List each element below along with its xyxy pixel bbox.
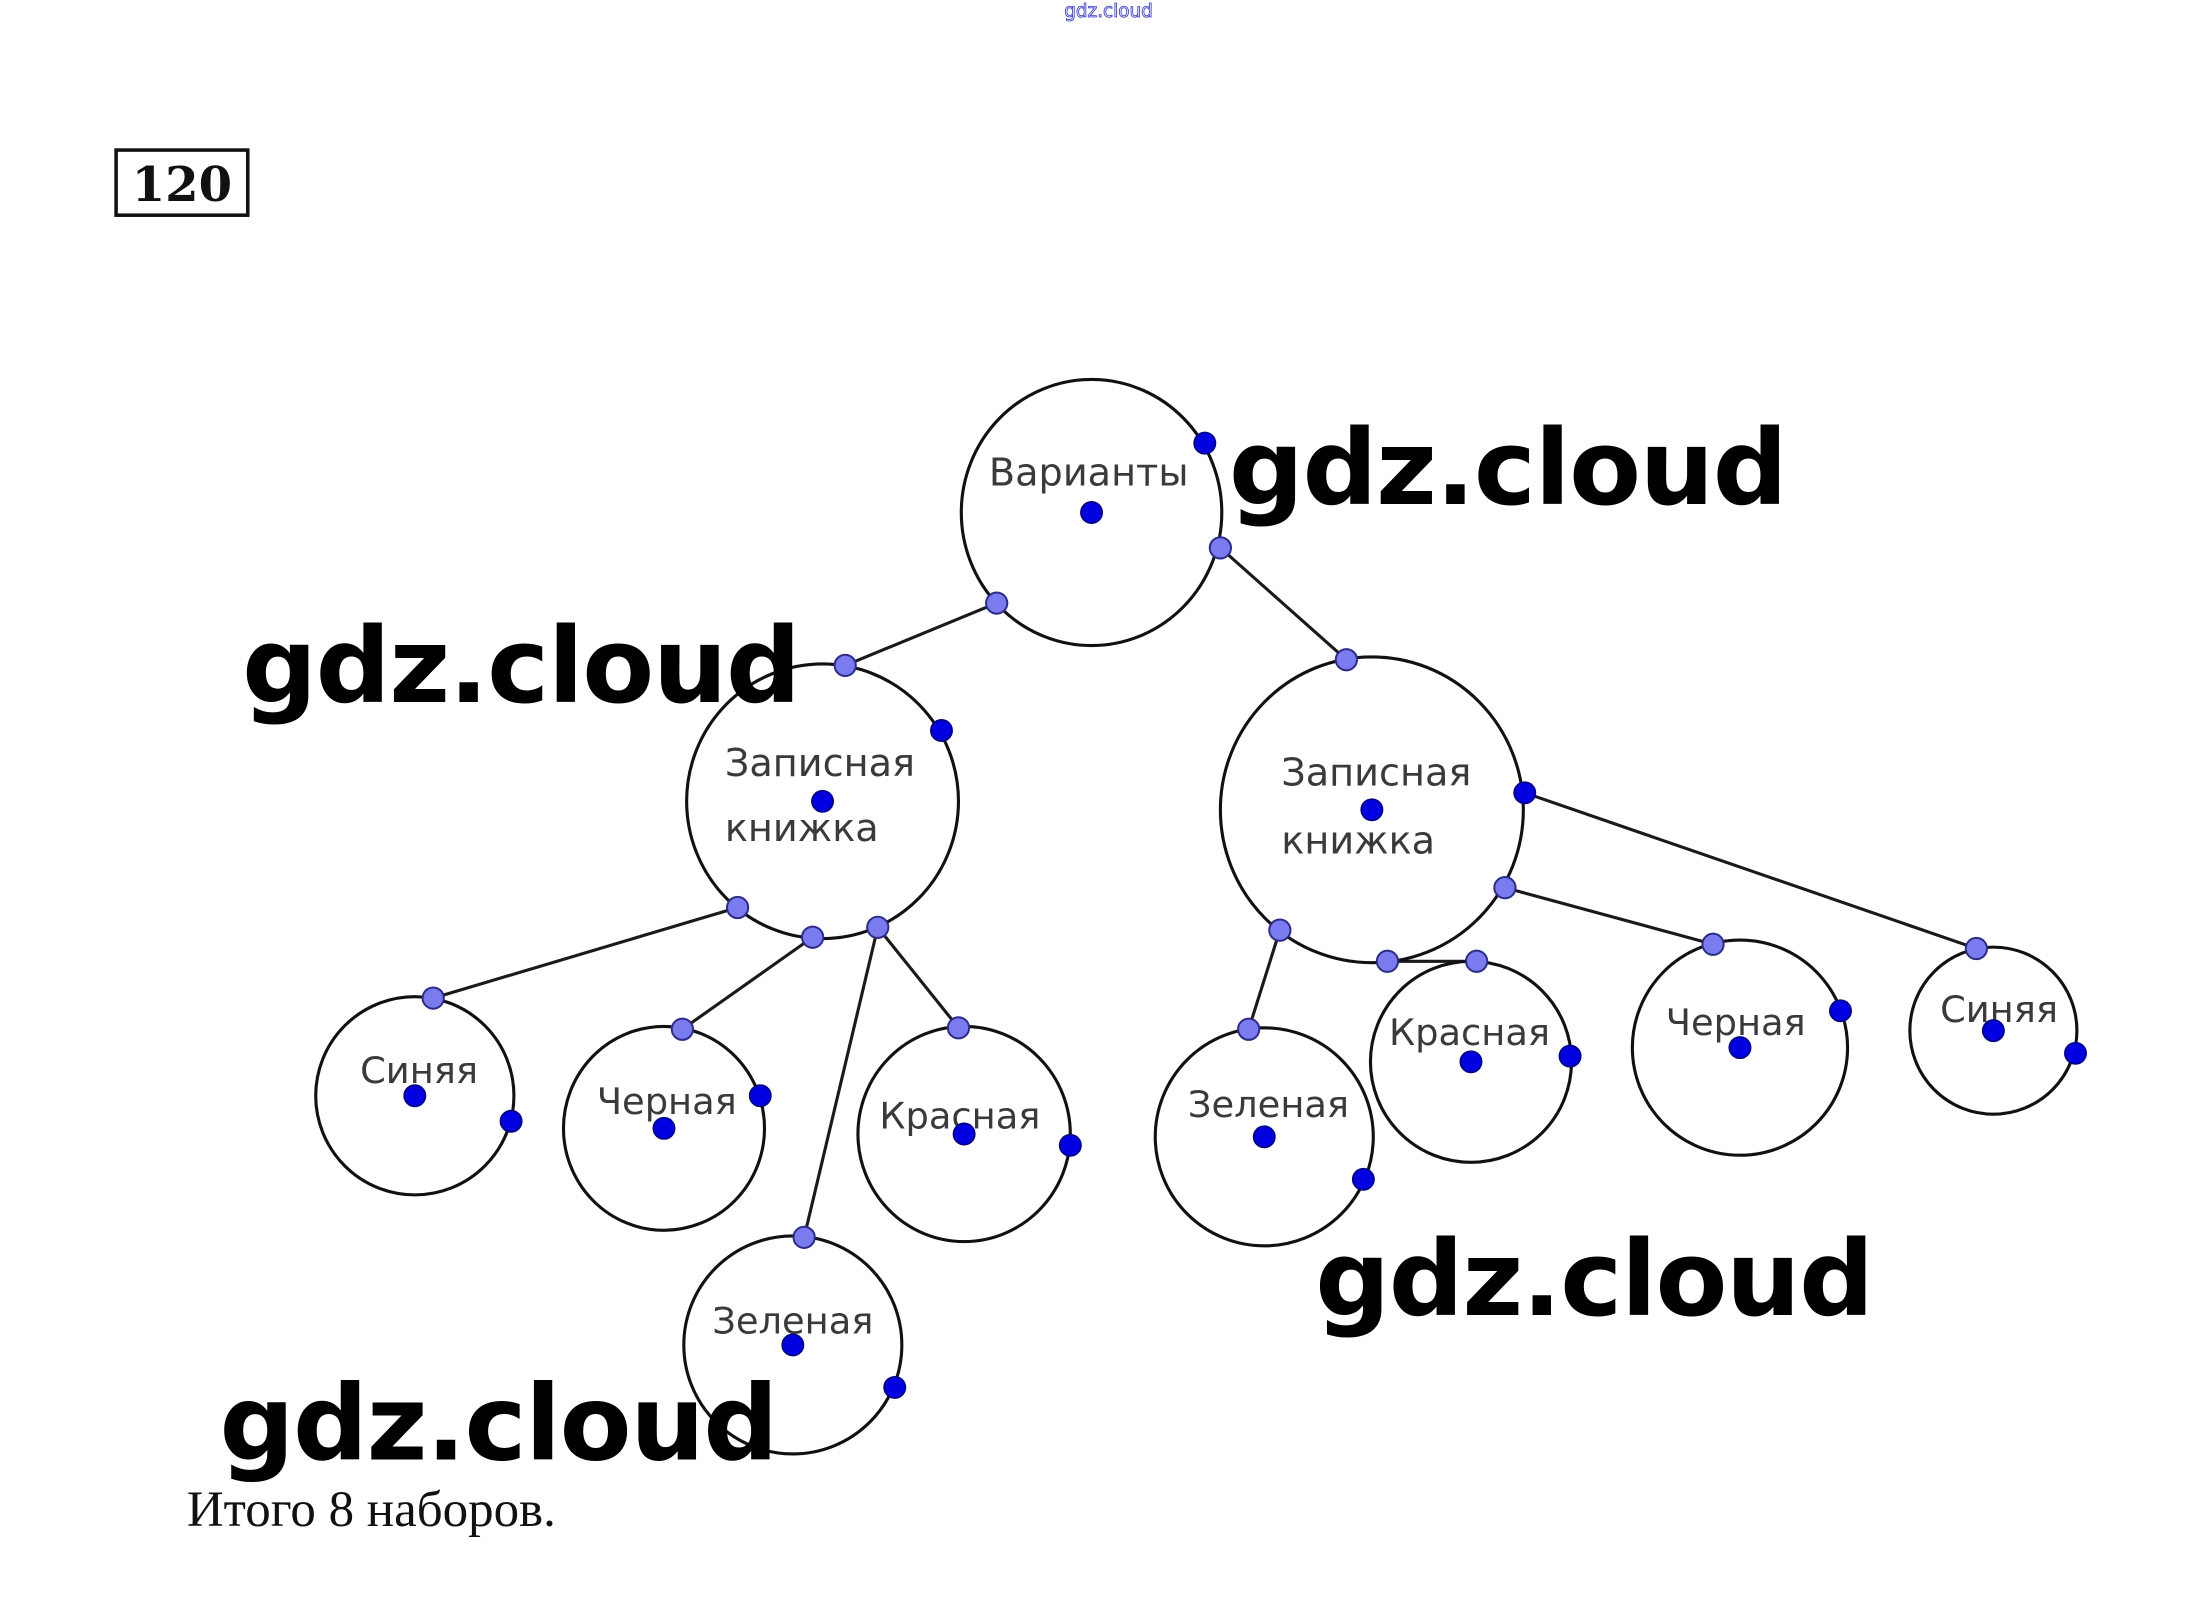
- node-notebook-left: Записная книжка: [685, 653, 961, 949]
- watermark-text: gdz.cloud: [242, 605, 800, 727]
- leaf-left-red: Красная: [856, 1016, 1082, 1244]
- leaf-center-point: [952, 1122, 976, 1146]
- site-watermark-top: gdz.cloud: [1064, 1, 1153, 22]
- node-notebook-left-center-point: [811, 789, 835, 813]
- node-notebook-right-label-line2: книжка: [1281, 820, 1435, 864]
- leaf-label: Красная: [1389, 1011, 1550, 1054]
- node-root-connector-point: [985, 591, 1009, 615]
- leaf-left-black: Черная: [561, 1017, 772, 1232]
- node-notebook-left-connector-point: [866, 915, 890, 939]
- leaf-center-point: [652, 1116, 676, 1140]
- leaf-center-point: [1981, 1019, 2005, 1043]
- leaf-connector-point: [946, 1016, 971, 1040]
- edge-root-nbleft: [844, 601, 998, 667]
- leaf-connector-point: [1237, 1017, 1261, 1041]
- node-root-center-point: [1080, 501, 1104, 524]
- leaf-label: Синяя: [360, 1049, 478, 1092]
- node-notebook-right-radius-point: [1513, 781, 1537, 805]
- leaf-connector-point: [1465, 949, 1489, 973]
- node-notebook-right-center-point: [1360, 798, 1384, 822]
- leaf-radius-point: [1058, 1133, 1082, 1157]
- node-notebook-right: Записная книжка: [1218, 648, 1537, 973]
- watermark-text: gdz.cloud: [1229, 407, 1787, 529]
- node-notebook-left-radius-point: [930, 719, 953, 742]
- leaf-right-black: Черная: [1630, 932, 1852, 1157]
- node-notebook-left-label-line2: книжка: [725, 807, 879, 851]
- leaf-center-point: [1252, 1125, 1276, 1149]
- edge-nbleft-green: [802, 926, 880, 1238]
- leaf-left-green: Зеленая: [682, 1225, 907, 1456]
- leaf-center-point: [1728, 1036, 1752, 1060]
- leaf-center-point: [1459, 1050, 1483, 1074]
- leaf-radius-point: [1829, 999, 1852, 1023]
- leaf-label: Черная: [597, 1080, 737, 1123]
- edge-root-nbright: [1219, 546, 1348, 661]
- leaf-center-point: [781, 1333, 805, 1357]
- leaf-right-green: Зеленая: [1153, 1017, 1375, 1248]
- leaf-center-point: [403, 1084, 427, 1108]
- leaf-connector-point: [1701, 932, 1725, 956]
- edge-nbright-blue: [1524, 791, 1977, 951]
- leaf-right-red: Красная: [1368, 949, 1582, 1164]
- leaf-label: Зеленая: [1188, 1083, 1349, 1126]
- node-root: Варианты: [959, 377, 1232, 648]
- leaf-radius-point: [1351, 1167, 1375, 1191]
- leaf-label: Черная: [1666, 1001, 1806, 1044]
- task-number-frame: [114, 148, 250, 217]
- edges: [432, 546, 1977, 1238]
- node-notebook-right-connector-point: [1334, 648, 1358, 672]
- leaf-radius-point: [499, 1109, 523, 1133]
- leaf-connector-point: [1964, 936, 1988, 961]
- watermark-text: gdz.cloud: [1315, 1218, 1873, 1340]
- edge-nbright-black: [1504, 886, 1714, 946]
- edge-nbleft-red: [876, 926, 960, 1029]
- leaf-radius-point: [883, 1375, 907, 1399]
- node-notebook-right-connector-point: [1268, 918, 1292, 942]
- node-root-label: Варианты: [989, 452, 1189, 496]
- leaf-right-blue: Синяя: [1908, 936, 2087, 1116]
- node-notebook-left-connector-point: [801, 925, 825, 949]
- watermark-text: gdz.cloud: [219, 1363, 777, 1485]
- node-notebook-left-connector-point: [725, 895, 750, 920]
- edge-nbleft-blue: [432, 905, 739, 1000]
- leaf-connector-point: [421, 986, 445, 1010]
- task-number: 120: [132, 157, 232, 213]
- leaf-connector-point: [670, 1017, 695, 1041]
- node-notebook-right-label-line1: Записная: [1281, 752, 1471, 796]
- leaf-radius-point: [1558, 1044, 1582, 1068]
- node-root-radius-point: [1193, 431, 1217, 455]
- task-number-box: 120: [114, 148, 250, 217]
- node-notebook-left-connector-point: [833, 653, 857, 678]
- edge-nbleft-black: [681, 935, 814, 1031]
- leaf-radius-point: [748, 1084, 772, 1108]
- node-notebook-left-label-line1: Записная: [725, 742, 915, 786]
- leaf-left-blue: Синяя: [314, 986, 523, 1197]
- leaf-radius-point: [2064, 1041, 2087, 1065]
- node-root-connector-point: [1208, 536, 1232, 560]
- leaf-connector-point: [792, 1225, 816, 1249]
- node-notebook-right-connector-point: [1493, 876, 1517, 900]
- node-notebook-right-connector-point: [1375, 949, 1400, 973]
- edge-nbright-green: [1247, 929, 1282, 1030]
- summary-text: Итого 8 наборов.: [187, 1482, 556, 1538]
